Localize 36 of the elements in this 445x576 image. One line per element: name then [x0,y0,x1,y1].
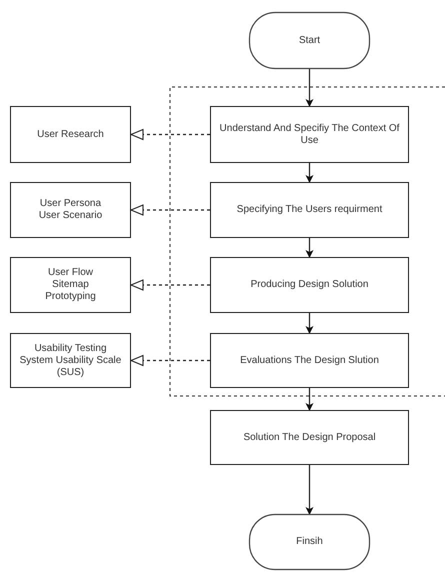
node-label: Usability Testing [34,342,107,354]
process-box [210,106,409,163]
terminal-shape [249,514,370,570]
node-label: Specifying The Users requirment [236,204,382,216]
process-box [210,257,409,313]
arrow [306,238,314,258]
process-box [10,182,131,238]
arrow [130,204,210,216]
process-box [210,333,409,388]
node-label: Producing Design Solution [250,279,368,291]
process-box [210,182,409,238]
terminal-shape [249,12,370,69]
node-label: Understand And Specifiy The Context Of Use [218,122,400,146]
node-label: Prototyping [45,291,96,303]
node-label: Finsih [296,536,323,548]
arrow [130,129,210,140]
node-label: User Scenario [38,210,102,222]
node-label: Sitemap [52,279,89,291]
node-label: User Research [37,128,104,140]
arrow [306,388,314,411]
process-box [10,257,131,313]
node-label: System Usability Scale (SUS) [18,354,122,378]
arrow [306,465,314,515]
node-label: User Flow [48,267,93,279]
process-box [10,106,131,163]
process-box [210,410,409,465]
process-box [10,333,131,388]
node-label: Solution The Design Proposal [243,432,376,444]
node-label: Evaluations The Design Slution [240,354,379,366]
arrow [130,355,210,366]
arrow [306,163,314,183]
arrow [306,69,314,107]
arrow [130,280,210,290]
node-label: User Persona [40,198,102,210]
arrow [306,313,314,334]
node-label: Start [298,34,320,46]
